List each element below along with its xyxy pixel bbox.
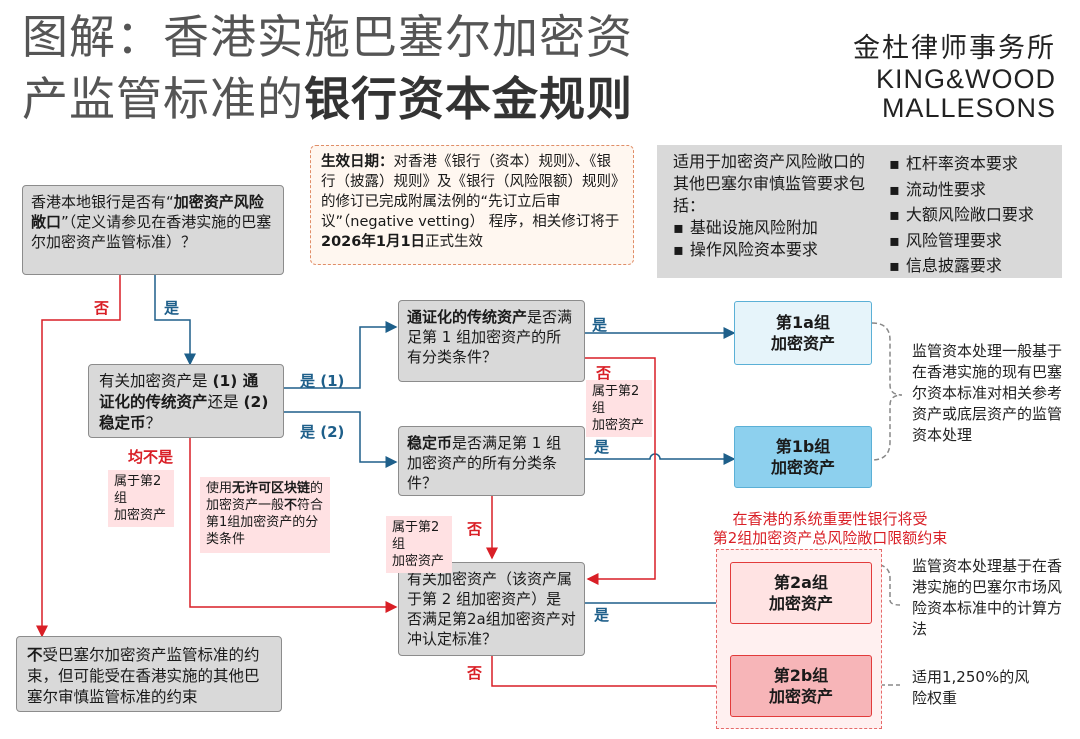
not-subject-box: 不受巴塞尔加密资产监管标准的约束，但可能受在香港实施的其他巴塞尔审慎监管标准的约… — [16, 636, 282, 712]
bc-p3: 符合第1组加密资产的分类条件 — [206, 498, 324, 547]
other-requirements-panel: 适用于加密资产风险敞口的其他巴塞尔审慎监管要求包括： 基础设施风险附加 操作风险… — [657, 145, 1062, 278]
label-yes-q1: 是 — [164, 299, 180, 317]
q2-b2: (2) 稳定币 — [99, 393, 269, 432]
question-stablecoin-group1: 稳定币是否满足第 1 组加密资产的所有分类条件？ — [398, 426, 585, 496]
logo-en-2: MALLESONS — [881, 93, 1056, 123]
group-1a-box: 第1a组 加密资产 — [734, 301, 872, 365]
no-arrow-q3 — [585, 357, 656, 585]
other-req-item: 基础设施风险附加 — [673, 217, 873, 239]
other-req-item: 操作风险资本要求 — [673, 239, 873, 261]
other-reqs-intro: 适用于加密资产风险敞口的其他巴塞尔审慎监管要求包括： — [673, 152, 866, 215]
label-yes-g2a: 是 — [594, 606, 610, 624]
label-yes-g1b: 是 — [594, 438, 610, 456]
label-yes-1: 是 (1) — [300, 372, 345, 390]
effective-text: 对香港《银行（资本）规则》、《银行（披露）规则》及《银行（风险限额）规则》的修订… — [321, 154, 620, 230]
q1-bold: 加密资产风险敞口 — [31, 193, 264, 231]
title-line-2-bold: 银行资本金规则 — [304, 72, 633, 126]
q1-suffix: ”（定义请参见在香港实施的巴塞尔加密资产监管标准）？ — [31, 213, 272, 251]
bc-p1: 使用 — [206, 481, 233, 496]
q2-p3: ？ — [145, 414, 162, 432]
question-tokenised-group1: 通证化的传统资产是否满足第 1 组加密资产的所有分类条件？ — [398, 300, 585, 382]
bc-p2: 的加密资产一般 — [206, 481, 324, 513]
no-arrow-q5 — [491, 656, 730, 692]
question-asset-type: 有关加密资产是 (1) 通证化的传统资产还是 (2) 稳定币？ — [88, 364, 284, 438]
question-exposure: 香港本地银行是否有“加密资产风险敞口”（定义请参见在香港实施的巴塞尔加密资产监管… — [22, 185, 284, 275]
effective-date: 2026年1月1日 — [321, 234, 426, 250]
not-subject-bold: 不 — [27, 646, 43, 664]
group-1b-box: 第1b组 加密资产 — [734, 426, 872, 488]
logo-en-1: KING&WOOD — [875, 64, 1056, 94]
note-group2-q4: 属于第2组 加密资产 — [386, 516, 452, 573]
brace-g1 — [871, 322, 903, 461]
kwm-logo: 金杜律师事务所 KING&WOOD MALLESONS — [853, 26, 1056, 123]
title-line-1: 图解：香港实施巴塞尔加密资 — [22, 10, 633, 64]
yes-arrow-q1-q2 — [154, 275, 196, 366]
side-note-group2b: 适用1,250%的风险权重 — [912, 668, 1030, 707]
other-reqs-left-list: 基础设施风险附加 操作风险资本要求 — [673, 217, 873, 261]
other-reqs-right-list: 杠杆率资本要求 流动性要求 大额风险敞口要求 风险管理要求 信息披露要求 — [889, 151, 1034, 279]
q2-b1: (1) 通证化的传统资产 — [99, 372, 259, 411]
label-yes-2: 是 (2) — [300, 423, 345, 441]
effective-date-note: 生效日期：对香港《银行（资本）规则》、《银行（披露）规则》及《银行（风险限额）规… — [310, 145, 634, 265]
logo-cn: 金杜律师事务所 — [853, 33, 1056, 63]
other-req-item: 信息披露要求 — [889, 253, 1034, 279]
gsib-limit-heading: 在香港的系统重要性银行将受 第2组加密资产总风险敞口限额约束 — [712, 510, 948, 547]
effective-label: 生效日期： — [321, 154, 394, 170]
no-arrow-q1 — [36, 275, 121, 638]
label-no-q5: 否 — [467, 664, 483, 682]
side-note-group1: 监管资本处理一般基于在香港实施的现有巴塞尔资本标准对相关参考资产或底层资产的监管… — [912, 342, 1063, 444]
q2-p2: 还是 — [207, 393, 244, 411]
q3-text: 是否满足第 1 组加密资产的所有分类条件？ — [407, 308, 573, 366]
label-yes-g1a: 是 — [592, 316, 608, 334]
label-no-q4: 否 — [467, 520, 483, 538]
title-line-2-prefix: 产监管标准的 — [22, 72, 304, 126]
group-2b-box: 第2b组 加密资产 — [730, 655, 872, 717]
q3-bold: 通证化的传统资产 — [407, 308, 528, 326]
side-note-group2a: 监管资本处理基于在香港实施的巴塞尔市场风险资本标准中的计算方法 — [912, 557, 1063, 638]
question-hedging-2a: 有关加密资产（该资产属于第 2 组加密资产）是否满足第2a组加密资产对冲认定标准… — [398, 562, 585, 656]
note-group2-q3: 属于第2组 加密资产 — [586, 380, 652, 437]
bc-b1: 无许可区块链 — [232, 481, 311, 496]
other-req-item: 风险管理要求 — [889, 228, 1034, 254]
q4-bold: 稳定币 — [407, 434, 453, 452]
group-2a-box: 第2a组 加密资产 — [730, 562, 872, 624]
title-line-2: 产监管标准的银行资本金规则 — [22, 68, 862, 130]
q2-p1: 有关加密资产是 — [99, 372, 213, 390]
q1-prefix: 香港本地银行是否有“ — [31, 193, 174, 211]
blockchain-note: 使用无许可区块链的加密资产一般不符合第1组加密资产的分类条件 — [200, 477, 330, 553]
yes2-arrow — [283, 411, 398, 468]
effective-tail: 正式生效 — [425, 234, 484, 250]
q4-text: 是否满足第 1 组加密资产的所有分类条件？ — [407, 434, 562, 492]
neither-arrow — [189, 438, 398, 613]
other-req-item: 杠杆率资本要求 — [889, 151, 1034, 177]
other-req-item: 流动性要求 — [889, 177, 1034, 203]
bc-b2: 不 — [284, 498, 298, 513]
label-no-q1: 否 — [94, 299, 110, 317]
page-title: 图解：香港实施巴塞尔加密资 产监管标准的银行资本金规则 — [22, 6, 862, 130]
label-neither: 均不是 — [128, 448, 174, 466]
other-req-item: 大额风险敞口要求 — [889, 202, 1034, 228]
note-group2-neither: 属于第2组 加密资产 — [108, 470, 174, 527]
q5-text: 有关加密资产（该资产属于第 2 组加密资产）是否满足第2a组加密资产对冲认定标准… — [407, 570, 576, 648]
label-no-q3: 否 — [596, 364, 612, 382]
yes1-arrow — [283, 321, 398, 389]
not-subject-text: 受巴塞尔加密资产监管标准的约束，但可能受在香港实施的其他巴塞尔审慎监管标准的约束 — [27, 646, 260, 706]
